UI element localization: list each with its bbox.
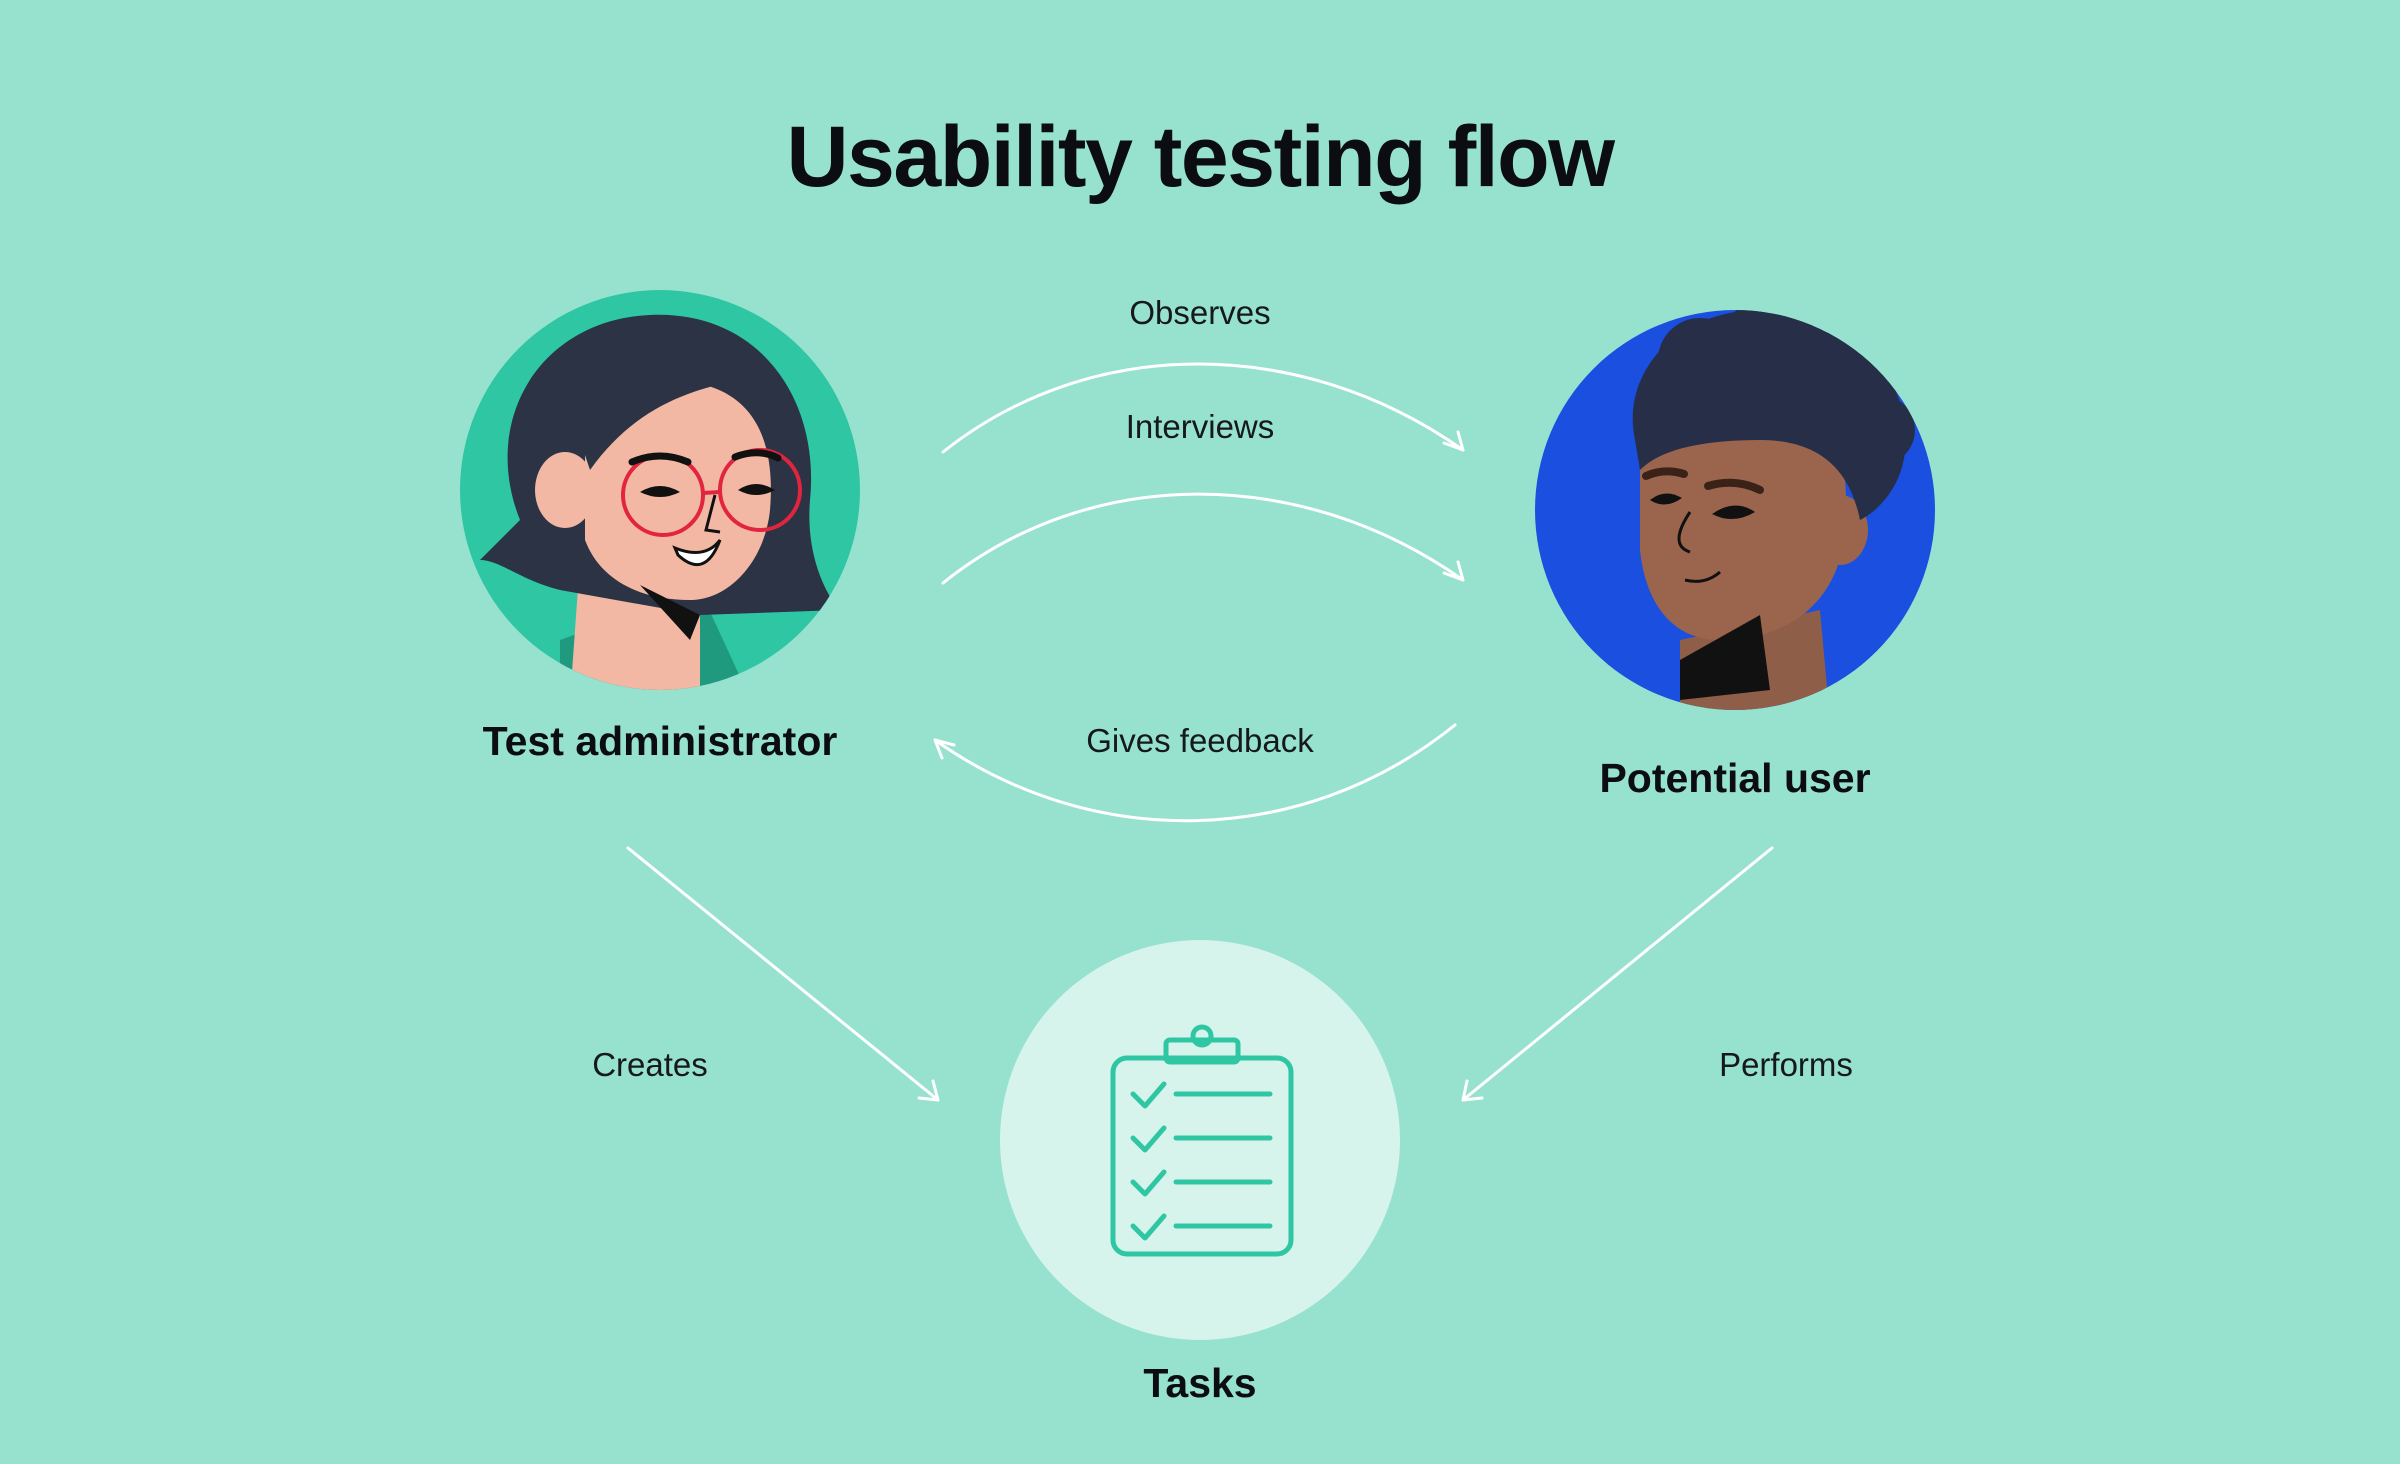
tasks-node: [1000, 940, 1400, 1340]
tasks-label: Tasks: [1050, 1360, 1350, 1407]
observes-label: Observes: [1050, 294, 1350, 332]
feedback-label: Gives feedback: [1000, 722, 1400, 760]
user-label: Potential user: [1535, 755, 1935, 802]
admin-label: Test administrator: [460, 718, 860, 765]
interviews-arrow: [943, 494, 1463, 583]
creates-label: Creates: [500, 1046, 800, 1084]
interviews-label: Interviews: [1050, 408, 1350, 446]
user-avatar: [1535, 295, 1935, 720]
admin-avatar: [460, 290, 860, 720]
performs-label: Performs: [1636, 1046, 1936, 1084]
diagram-title: Usability testing flow: [0, 108, 2400, 207]
